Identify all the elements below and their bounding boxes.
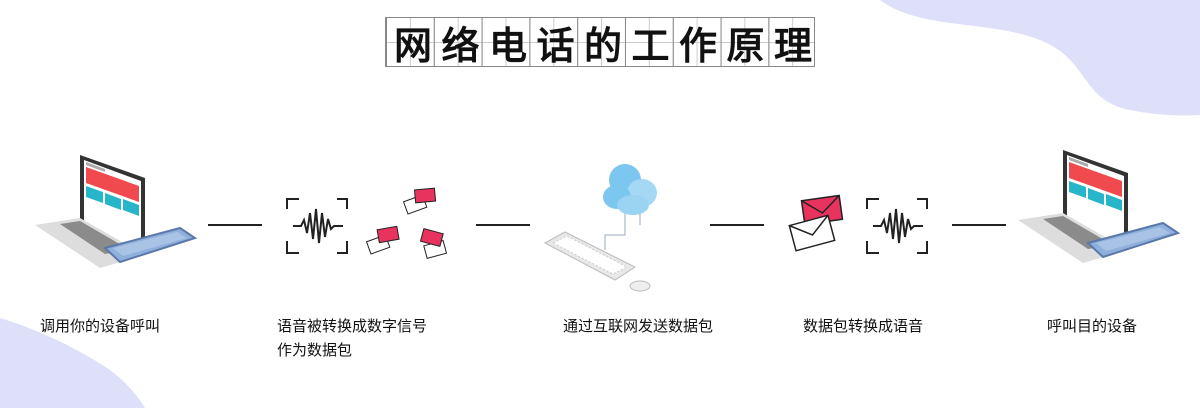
envelopes-icon [788, 194, 844, 252]
step-2-label-line1: 语音被转换成数字信号 [277, 317, 428, 335]
title-box: 网络电话的工作原理 [385, 17, 815, 68]
soundwave-icon [286, 198, 348, 254]
laptop-tablet-icon [1018, 150, 1181, 263]
soundwave-icon [866, 198, 928, 254]
step-1-label: 调用你的设备呼叫 [40, 317, 161, 335]
connector-line [476, 224, 530, 226]
step-3-label: 通过互联网发送数据包 [563, 317, 714, 335]
laptop-tablet-icon [35, 155, 198, 268]
connector-line [208, 224, 262, 226]
step-4-label: 数据包转换成语音 [803, 317, 924, 335]
step-5-label: 呼叫目的设备 [1047, 317, 1138, 335]
connector-line [710, 224, 764, 226]
step-2-label-line2: 作为数据包 [277, 341, 353, 359]
cloud-keyboard-icon [543, 164, 657, 292]
step-2-label: 语音被转换成数字信号 作为数据包 [277, 314, 427, 362]
page-title: 网络电话的工作原理 [394, 23, 822, 68]
connector-line [952, 224, 1006, 226]
envelopes-icon [365, 187, 448, 259]
